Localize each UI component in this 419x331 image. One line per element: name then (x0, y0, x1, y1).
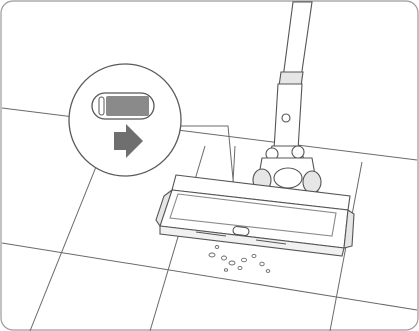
wand-button-icon (281, 113, 291, 123)
neck-pivot-right (291, 145, 305, 159)
callout-circle (68, 63, 182, 177)
debris-particle (265, 269, 271, 273)
debris-particle (221, 255, 227, 261)
callout-magnifier (68, 63, 182, 177)
debris-particle (223, 268, 229, 272)
brush-window (169, 193, 337, 237)
floor-brush-head (155, 174, 355, 257)
tile-line (149, 145, 206, 331)
debris-particle (208, 252, 216, 258)
switch-slider (106, 96, 149, 116)
debris-particle (241, 257, 247, 263)
vacuum-wand (252, 1, 322, 194)
switch-notch (98, 96, 105, 116)
brush-rim (195, 231, 227, 237)
debris-particle (259, 261, 265, 267)
brush-rim (255, 239, 287, 245)
joint-wheel-right (302, 170, 322, 194)
debris-particle (228, 260, 236, 266)
debris-particle (251, 253, 257, 259)
brush-left-end (155, 188, 174, 228)
debris-particle (237, 265, 243, 271)
joint-swivel (273, 167, 303, 189)
debris (208, 245, 271, 273)
arrow-right-icon (114, 124, 143, 158)
tile-line (232, 145, 236, 183)
debris-particle (214, 245, 220, 249)
brush-right-end (343, 209, 355, 249)
tile-line (1, 242, 418, 311)
brush-switch (232, 225, 250, 237)
